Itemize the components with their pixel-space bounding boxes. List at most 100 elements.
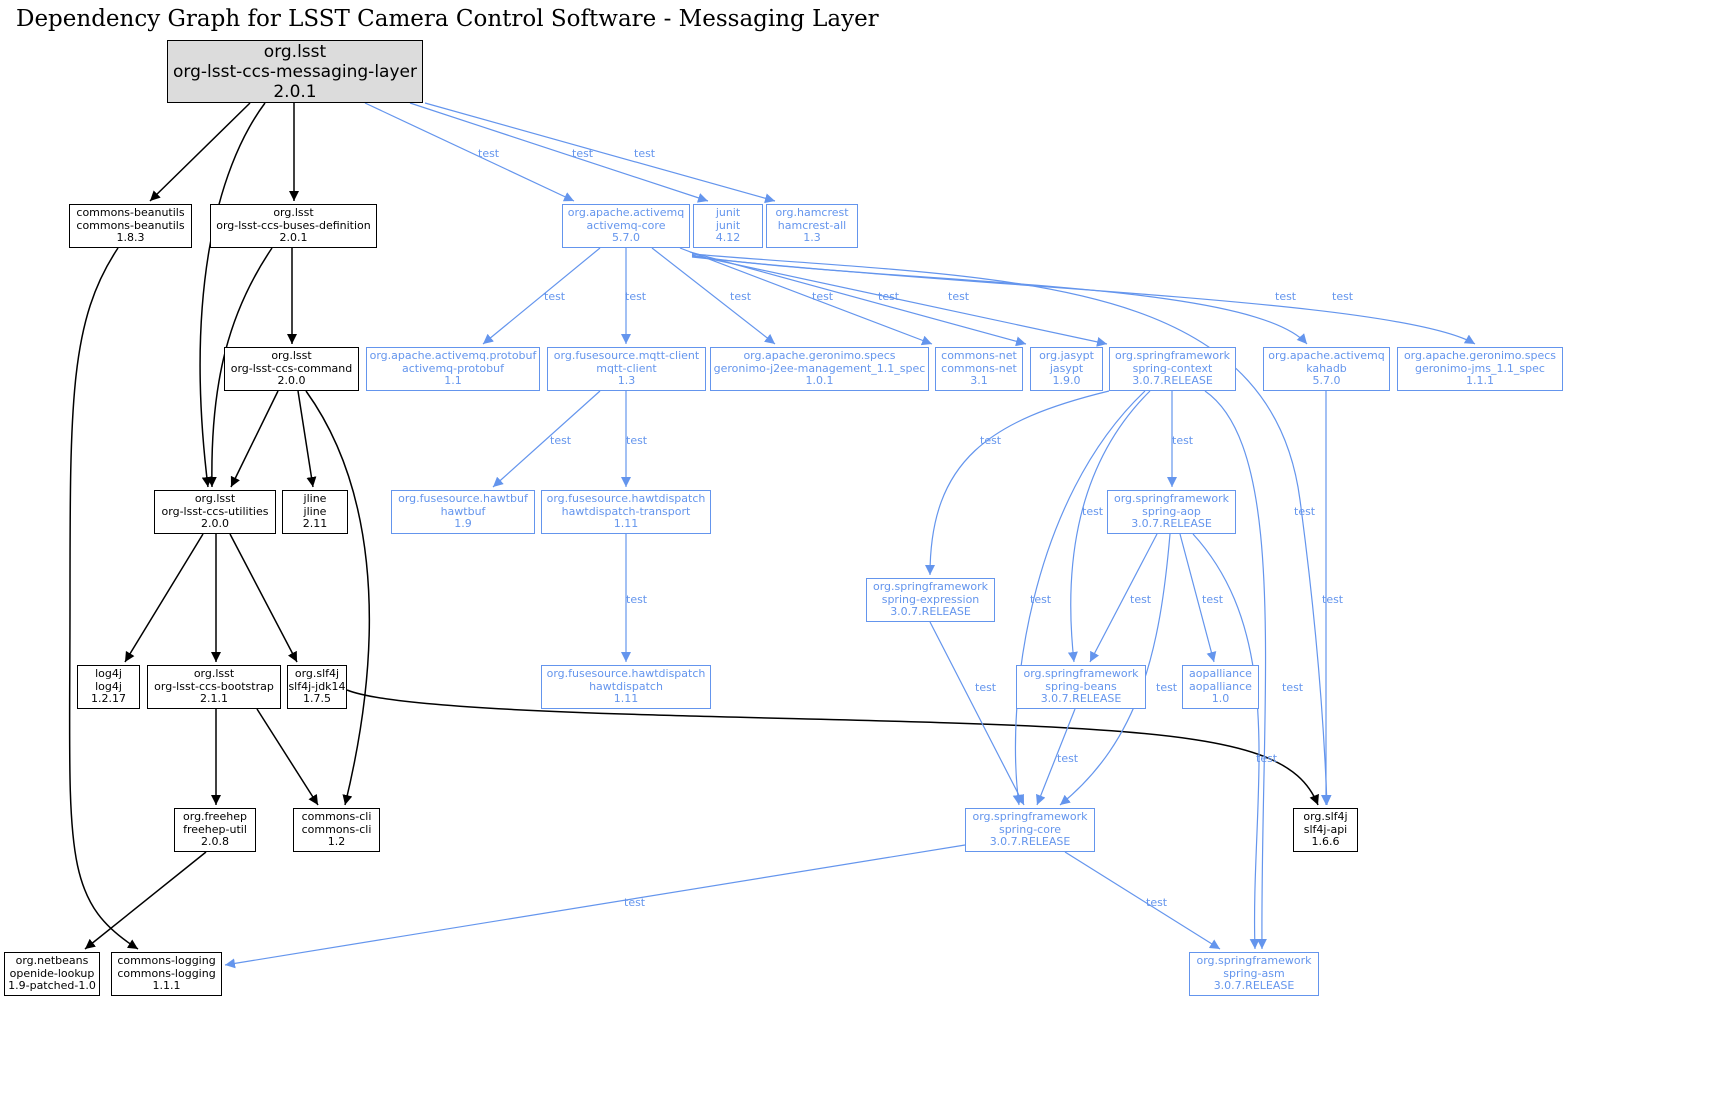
- node-version: 3.0.7.RELEASE: [1213, 979, 1295, 993]
- node-artifact: hawtdispatch-transport: [561, 504, 691, 518]
- node-version: 1.9: [454, 517, 472, 531]
- node-group: org.fusesource.hawtdispatch: [546, 667, 706, 681]
- node-version: 1.7.5: [303, 692, 331, 706]
- node-version: 3.0.7.RELEASE: [890, 605, 971, 619]
- graph-title: Dependency Graph for LSST Camera Control…: [16, 6, 879, 32]
- edge-label: test: [626, 434, 648, 447]
- edge-amqcore-to-protobuf: [482, 247, 601, 345]
- node-group: org.slf4j: [1303, 810, 1348, 824]
- edge-saop-to-sbeans: [1089, 533, 1158, 663]
- edge-command-to-utilities: [230, 390, 279, 488]
- node-artifact: slf4j-jdk14: [288, 679, 346, 693]
- node-version: 1.1.1: [1466, 374, 1494, 388]
- node-group: org.fusesource.hawtdispatch: [546, 492, 706, 506]
- node-group: org.apache.geronimo.specs: [743, 349, 896, 363]
- node-artifact: spring-core: [998, 822, 1062, 836]
- edge-label: test: [626, 593, 648, 606]
- node-group: org.lsst: [271, 349, 312, 363]
- node-artifact: hamcrest-all: [777, 218, 847, 232]
- node-artifact: spring-aop: [1142, 504, 1201, 518]
- node-version: 3.0.7.RELEASE: [1131, 517, 1212, 531]
- edge-label: test: [1030, 593, 1052, 606]
- edge-sexpr-to-score: [929, 621, 1025, 806]
- node-group: commons-cli: [301, 810, 372, 824]
- node-group: org.apache.geronimo.specs: [1403, 349, 1557, 363]
- edge-utilities-to-jdk14: [229, 533, 298, 663]
- edge-label: test: [625, 290, 647, 303]
- node-artifact: jasypt: [1049, 361, 1084, 375]
- node-group: org.apache.activemq.protobuf: [369, 349, 537, 363]
- edge-label: test: [1146, 896, 1168, 909]
- edge-label: test: [980, 434, 1002, 447]
- edge-label: test: [624, 896, 646, 909]
- node-version: 1.6.6: [1311, 835, 1340, 849]
- node-version: 1.2: [327, 835, 346, 849]
- node-version: 5.7.0: [612, 231, 640, 245]
- node-artifact: geronimo-j2ee-management_1.1_spec: [713, 361, 926, 375]
- edge-label: test: [478, 147, 500, 160]
- node-group: org.springframework: [872, 580, 989, 594]
- node-version: 3.0.7.RELEASE: [1040, 692, 1122, 706]
- edge-label: test: [544, 290, 566, 303]
- node-group: org.apache.activemq: [1268, 349, 1385, 363]
- edge-label: test: [572, 147, 594, 160]
- node-version: 3.0.7.RELEASE: [989, 835, 1071, 849]
- node-version: 1.11: [613, 692, 639, 706]
- node-artifact: freehep-util: [183, 822, 247, 836]
- node-version: 1.11: [613, 517, 639, 531]
- edge-root-to-hamcrest: [424, 102, 776, 204]
- node-artifact: aopalliance: [1189, 679, 1252, 693]
- node-artifact: org-lsst-ccs-messaging-layer: [173, 61, 417, 82]
- edge-freehep-to-netbeans: [84, 851, 207, 950]
- node-version: 3.1: [970, 374, 988, 388]
- node-version: 5.7.0: [1312, 374, 1341, 388]
- edge-label: test: [1172, 434, 1194, 447]
- edge-saop-to-aopalliance: [1179, 533, 1217, 663]
- node-version: 1.0.1: [805, 374, 834, 388]
- edge-beanutils-to-clog: [68, 247, 139, 950]
- node-group: org.fusesource.mqtt-client: [553, 349, 700, 363]
- edge-saop-to-sasm: [1192, 533, 1260, 950]
- node-group: commons-logging: [117, 954, 216, 968]
- node-artifact: org-lsst-ccs-utilities: [161, 504, 269, 518]
- edge-label: test: [1202, 593, 1224, 606]
- node-group: org.springframework: [972, 810, 1088, 824]
- node-version: 2.11: [302, 517, 328, 531]
- node-artifact: slf4j-api: [1303, 822, 1348, 836]
- edge-label: test: [730, 290, 752, 303]
